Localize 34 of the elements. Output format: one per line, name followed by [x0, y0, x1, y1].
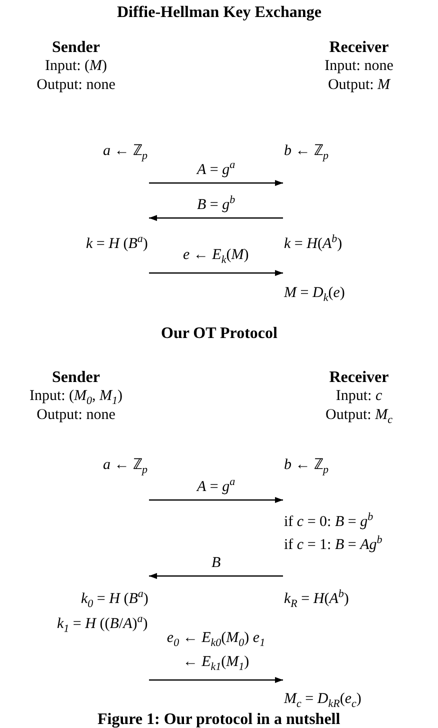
participant-heading: Receiver	[328, 38, 390, 57]
equation-text: k$_{R}$ = H(A$^{b}$)	[284, 587, 349, 612]
participant-heading: Sender	[51, 38, 101, 57]
participant-heading: Sender	[51, 368, 101, 387]
participant-io-text: Output: M	[326, 76, 392, 95]
equation-text: k = H(A$^{b}$)	[284, 232, 342, 253]
equation-text: k$_{0}$ = H (B$^{a}$)	[81, 587, 148, 612]
equation-text: k$_{1}$ = H ((B/A)$^{a}$)	[57, 612, 148, 637]
equation-text: b ← ℤ$_{p}$	[284, 142, 328, 164]
participant-io-text: Input: (M)	[44, 57, 108, 76]
equation-text: if c = 0: B = g$^{b}$	[284, 510, 374, 531]
message-arrow	[149, 677, 283, 683]
participant-io-text: Output: M$_{c}$	[324, 406, 394, 428]
message-arrow	[149, 497, 283, 503]
equation-text: if c = 1: B = Ag$^{b}$	[284, 533, 382, 554]
participant-io-text: Output: none	[36, 76, 116, 95]
message-arrow	[149, 215, 283, 221]
section-heading: Diffie-Hellman Key Exchange	[117, 4, 322, 22]
message-arrow	[149, 573, 283, 579]
equation-text: a ← ℤ$_{p}$	[103, 456, 148, 478]
equation-text: M = D$_{k}$(e)	[284, 284, 345, 306]
equation-text: b ← ℤ$_{p}$	[284, 456, 328, 478]
equation-text: k = H (B$^{a}$)	[86, 232, 148, 253]
participant-io-text: Input: c	[334, 387, 384, 406]
participant-io-text: Input: none	[324, 57, 394, 76]
section-heading: Our OT Protocol	[161, 325, 278, 343]
participant-io-text: Output: none	[36, 406, 116, 425]
message-arrow	[149, 270, 283, 276]
message-arrow	[149, 180, 283, 186]
figure-caption: Figure 1: Our protocol in a nutshell	[98, 711, 340, 728]
participant-heading: Receiver	[328, 368, 390, 387]
participant-io-text: Input: (M$_{0}$, M$_{1}$)	[28, 387, 124, 409]
equation-text: a ← ℤ$_{p}$	[103, 142, 148, 164]
equation-text: M$_{c}$ = D$_{kR}$(e$_{c}$)	[284, 690, 362, 712]
